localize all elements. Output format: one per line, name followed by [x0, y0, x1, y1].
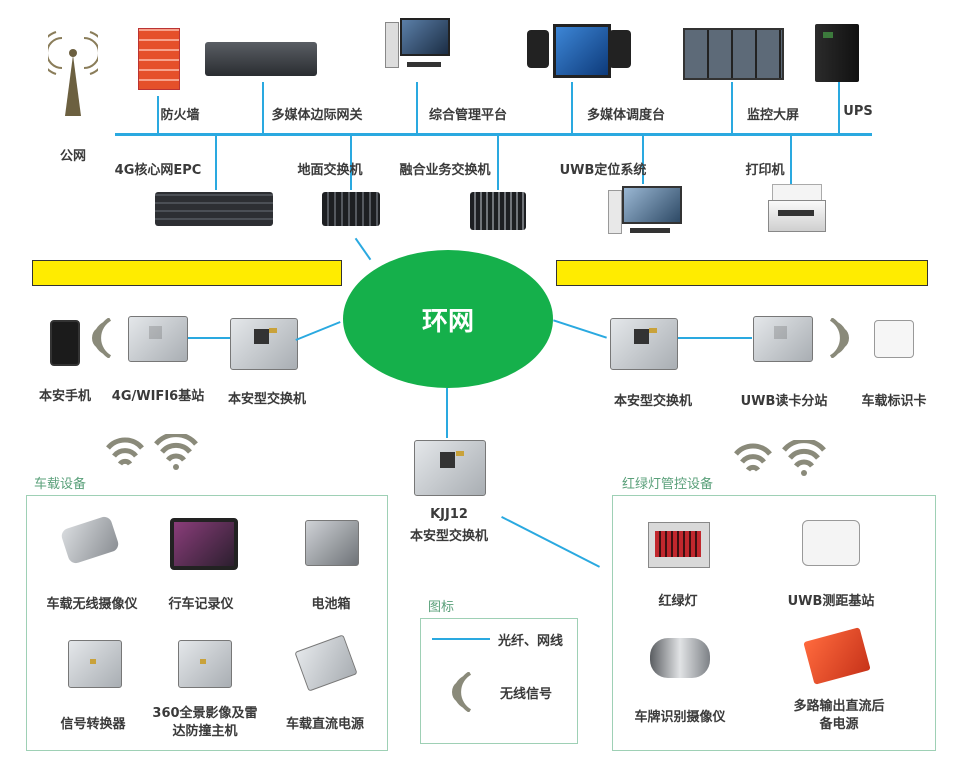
desktop-computer-icon	[385, 18, 450, 74]
bottom-device-label: 4G核心网EPC	[114, 163, 202, 178]
link-basestation-switch	[188, 337, 232, 339]
link-left-switch-ring	[295, 321, 341, 341]
drop-printer	[790, 134, 792, 184]
legend-title: 图标	[428, 600, 455, 615]
left-chain-label: 本安型交换机	[227, 392, 306, 407]
intrinsic-phone-icon	[50, 320, 80, 366]
traffic-item-label: 多路输出直流后备电源	[793, 699, 885, 732]
vehicle-item-label: 行车记录仪	[168, 597, 234, 612]
bottom-device-label: 打印机	[745, 163, 785, 178]
top-device-label: 监控大屏	[746, 108, 799, 123]
gateway-device-icon	[205, 42, 317, 76]
wireless-signal-icon	[88, 317, 112, 359]
legend-wireless-icon	[448, 671, 472, 713]
vehicle-tag-icon	[874, 320, 914, 358]
legend-line-swatch	[432, 638, 490, 640]
intrinsic-switch-right-icon	[610, 318, 678, 370]
vehicle-item-label: 车载直流电源	[285, 717, 364, 732]
right-yellow-bar	[556, 260, 928, 286]
video-wall-icon	[683, 28, 784, 80]
top-device-label: 防火墙	[160, 108, 200, 123]
bottom-device-label: UWB定位系统	[559, 163, 647, 178]
radar-host-icon	[178, 640, 232, 688]
drop-dispatch	[571, 82, 573, 134]
link-ring-right-switch	[553, 319, 607, 339]
drop-firewall	[157, 96, 159, 134]
right-chain-label: UWB读卡分站	[740, 394, 828, 409]
drop-ups	[838, 82, 840, 134]
firewall-icon	[138, 28, 180, 90]
right-chain-label: 本安型交换机	[613, 394, 692, 409]
link-switch-uwb	[678, 337, 752, 339]
left-chain-label: 本安手机	[38, 389, 91, 404]
epc-server-icon	[155, 192, 273, 226]
top-backbone-line	[115, 133, 872, 136]
drop-ground-switch	[350, 134, 352, 190]
top-device-label: 多媒体调度台	[586, 108, 665, 123]
wireless-fan-icon	[728, 438, 828, 478]
vehicle-group-title: 车载设备	[34, 477, 87, 492]
ring-network: 环网	[343, 250, 553, 388]
link-switch-ring	[354, 237, 372, 261]
intrinsic-switch-left-icon	[230, 318, 298, 370]
traffic-item-label: 红绿灯	[658, 594, 698, 609]
ups-icon	[815, 24, 859, 82]
top-device-label: 综合管理平台	[428, 108, 507, 123]
ground-switch-icon	[322, 192, 380, 226]
traffic-group-title: 红绿灯管控设备	[622, 477, 714, 492]
drop-gateway	[262, 82, 264, 134]
left-yellow-bar	[32, 260, 342, 286]
drop-monitor	[731, 82, 733, 134]
battery-box-icon	[305, 520, 359, 566]
dispatch-console-icon	[527, 24, 631, 78]
drop-uwb-system	[642, 134, 644, 184]
top-device-label: UPS	[843, 104, 873, 119]
uwb-workstation-icon	[608, 186, 682, 236]
base-station-icon	[128, 316, 188, 362]
legend-line-label: 光纤、网线	[498, 634, 564, 649]
drop-platform	[416, 82, 418, 134]
traffic-item-label: 车牌识别摄像仪	[634, 710, 726, 725]
link-center-traffic	[501, 516, 601, 568]
vehicle-item-label: 车载无线摄像仪	[46, 597, 138, 612]
uwb-ranging-icon	[802, 520, 860, 566]
traffic-light-icon	[648, 522, 710, 568]
right-chain-label: 车载标识卡	[861, 394, 927, 409]
wireless-signal-icon	[829, 317, 853, 359]
public-net-label: 公网	[59, 149, 86, 164]
traffic-item-label: UWB测距基站	[787, 594, 875, 609]
fusion-switch-icon	[470, 192, 526, 230]
drop-epc	[215, 134, 217, 190]
link-ring-center-switch	[446, 388, 448, 438]
bottom-device-label: 融合业务交换机	[399, 163, 491, 178]
drop-fusion-switch	[497, 134, 499, 190]
dash-recorder-icon	[170, 518, 238, 570]
kjj12-switch-icon	[414, 440, 486, 496]
uwb-reader-icon	[753, 316, 813, 362]
left-chain-label: 4G/WIFI6基站	[111, 389, 205, 404]
center-switch-label: 本安型交换机	[409, 529, 488, 544]
plate-camera-icon	[650, 638, 710, 678]
center-switch-model: KJJ12	[430, 507, 468, 522]
vehicle-item-label: 360全景影像及雷达防撞主机	[152, 706, 258, 739]
vehicle-item-label: 电池箱	[311, 597, 351, 612]
printer-icon	[768, 184, 826, 236]
signal-converter-icon	[68, 640, 122, 688]
bottom-device-label: 地面交换机	[297, 163, 363, 178]
antenna-tower-icon	[39, 28, 107, 118]
vehicle-item-label: 信号转换器	[60, 717, 126, 732]
legend-wireless-label: 无线信号	[500, 687, 553, 702]
top-device-label: 多媒体边际网关	[271, 108, 363, 123]
wireless-fan-icon	[100, 432, 200, 472]
